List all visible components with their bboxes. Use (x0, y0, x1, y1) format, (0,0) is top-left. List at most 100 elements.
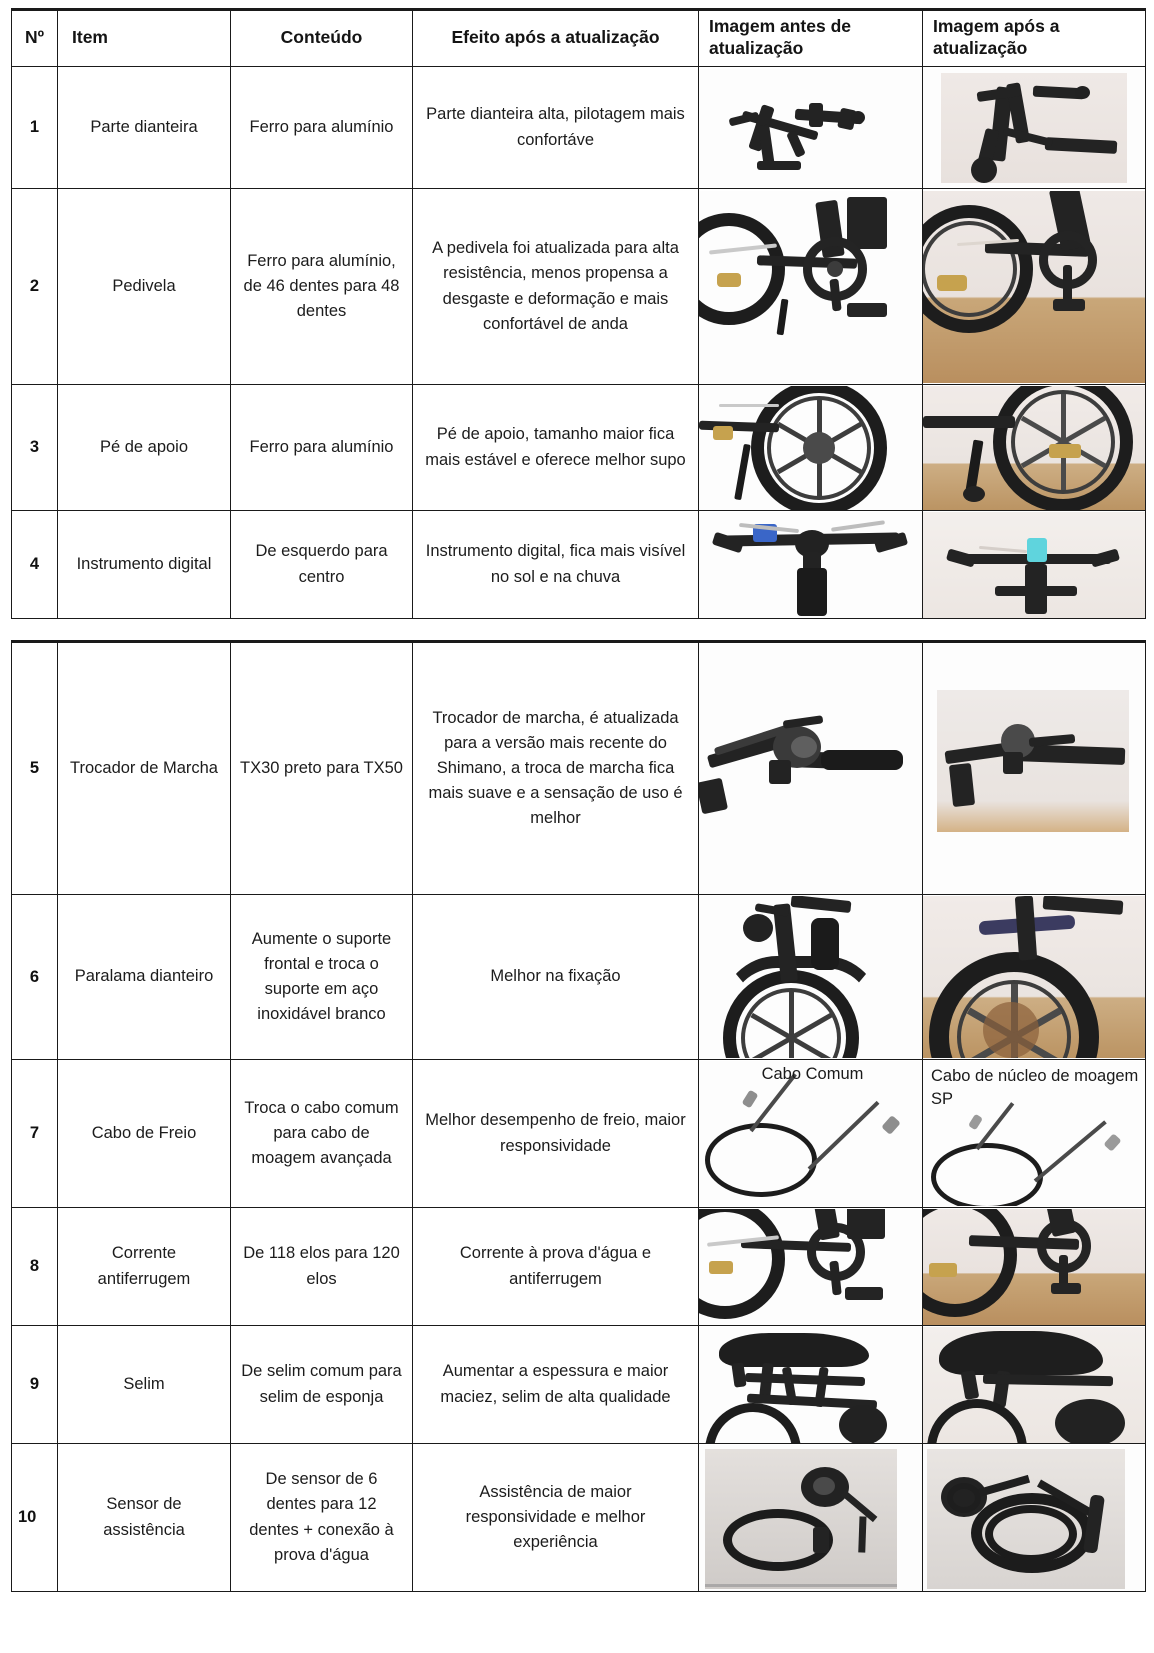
front-frame-after-photo (941, 72, 1127, 183)
header-cell-conteudo: Conteúdo (230, 9, 413, 67)
cell-conteudo: De selim comum para selim de esponja (230, 1325, 413, 1444)
front-fender-before-photo (699, 896, 922, 1058)
cell-image-apos (922, 188, 1146, 385)
display-before-photo (699, 511, 922, 618)
crankset-after-photo (923, 190, 1145, 383)
header-cell-item: Item (57, 9, 231, 67)
cell-no: 8 (11, 1207, 58, 1326)
cell-image-antes (698, 66, 923, 189)
table-row: 1 Parte dianteira Ferro para alumínio Pa… (11, 66, 1146, 189)
cell-efeito: A pedivela foi atualizada para alta resi… (412, 188, 699, 385)
cell-item: Instrumento digital (57, 510, 231, 619)
front-frame-before-photo (699, 68, 922, 187)
saddle-after-photo (923, 1326, 1145, 1443)
cell-image-apos (922, 1325, 1146, 1444)
brake-cable-common-photo (700, 1073, 922, 1205)
cell-image-apos (922, 894, 1146, 1060)
cell-image-apos (922, 1207, 1146, 1326)
cell-image-antes (698, 1207, 923, 1326)
table-row: 8 Corrente antiferrugem De 118 elos para… (11, 1207, 1146, 1326)
cell-conteudo: Aumente o suporte frontal e troca o supo… (230, 894, 413, 1060)
saddle-before-photo (699, 1326, 922, 1443)
kickstand-after-photo (923, 385, 1145, 510)
cell-efeito: Pé de apoio, tamanho maior fica mais est… (412, 384, 699, 511)
cell-item: Cabo de Freio (57, 1059, 231, 1208)
table-row: 10 Sensor de assistência De sensor de 6 … (11, 1443, 1146, 1592)
cell-image-antes (698, 1443, 923, 1592)
cell-efeito: Trocador de marcha, é atualizada para a … (412, 641, 699, 895)
upgrade-table-part-1: Nº Item Conteúdo Efeito após a atualizaç… (11, 8, 1146, 619)
cell-efeito: Corrente à prova d'água e antiferrugem (412, 1207, 699, 1326)
cell-no: 9 (11, 1325, 58, 1444)
cell-item: Pé de apoio (57, 384, 231, 511)
cell-image-apos: Cabo de núcleo de moagem SP (922, 1059, 1146, 1208)
chain-after-photo (923, 1208, 1145, 1325)
header-cell-imagem-antes: Imagem antes de atualização (698, 9, 923, 67)
cell-item: Trocador de Marcha (57, 641, 231, 895)
cell-conteudo: Troca o cabo comum para cabo de moagem a… (230, 1059, 413, 1208)
after-image-caption: Cabo de núcleo de moagem SP (931, 1067, 1139, 1109)
cell-item: Parte dianteira (57, 66, 231, 189)
upgrade-table-part-2: 5 Trocador de Marcha TX30 preto para TX5… (11, 640, 1146, 1592)
cell-no: 3 (11, 384, 58, 511)
cell-no: 10 (11, 1443, 58, 1592)
cell-image-apos (922, 384, 1146, 511)
table-header-row: Nº Item Conteúdo Efeito após a atualizaç… (11, 9, 1146, 67)
before-image-caption: Cabo Comum (761, 1065, 864, 1083)
crankset-before-photo (699, 190, 922, 383)
cell-efeito: Melhor desempenho de freio, maior respon… (412, 1059, 699, 1208)
cell-efeito: Assistência de maior responsividade e me… (412, 1443, 699, 1592)
cell-conteudo: De 118 elos para 120 elos (230, 1207, 413, 1326)
cell-conteudo: Ferro para alumínio (230, 66, 413, 189)
cell-no: 1 (11, 66, 58, 189)
front-fender-after-photo (923, 896, 1145, 1058)
cell-item: Selim (57, 1325, 231, 1444)
cell-image-apos (922, 641, 1146, 895)
pas-sensor-after-photo (927, 1448, 1125, 1589)
kickstand-before-photo (699, 385, 922, 510)
cell-no: 6 (11, 894, 58, 1060)
header-cell-imagem-apos: Imagem após a atualização (922, 9, 1146, 67)
cell-no: 7 (11, 1059, 58, 1208)
cell-efeito: Instrumento digital, fica mais visível n… (412, 510, 699, 619)
brake-cable-sp-photo (924, 1102, 1145, 1206)
cell-conteudo: De sensor de 6 dentes para 12 dentes + c… (230, 1443, 413, 1592)
cell-image-antes (698, 188, 923, 385)
cell-image-antes (698, 641, 923, 895)
header-cell-no: Nº (11, 9, 58, 67)
cell-image-antes (698, 1325, 923, 1444)
cell-item: Corrente antiferrugem (57, 1207, 231, 1326)
table-row: 5 Trocador de Marcha TX30 preto para TX5… (11, 641, 1146, 895)
cell-image-antes: Cabo Comum (698, 1059, 923, 1208)
pas-sensor-before-photo (705, 1448, 897, 1589)
header-cell-efeito: Efeito após a atualização (412, 9, 699, 67)
table-row: 4 Instrumento digital De esquerdo para c… (11, 510, 1146, 619)
chain-before-photo (699, 1208, 922, 1325)
table-row: 9 Selim De selim comum para selim de esp… (11, 1325, 1146, 1444)
cell-item: Sensor de assistência (57, 1443, 231, 1592)
cell-image-antes (698, 894, 923, 1060)
cell-item: Pedivela (57, 188, 231, 385)
cell-efeito: Melhor na fixação (412, 894, 699, 1060)
table-row: 3 Pé de apoio Ferro para alumínio Pé de … (11, 384, 1146, 511)
cell-conteudo: Ferro para alumínio, de 46 dentes para 4… (230, 188, 413, 385)
table-row: 7 Cabo de Freio Troca o cabo comum para … (11, 1059, 1146, 1208)
cell-no: 2 (11, 188, 58, 385)
cell-image-apos (922, 510, 1146, 619)
cell-image-apos (922, 66, 1146, 189)
cell-no: 4 (11, 510, 58, 619)
cell-conteudo: De esquerdo para centro (230, 510, 413, 619)
shifter-after-photo (937, 689, 1129, 832)
cell-efeito: Parte dianteira alta, pilotagem mais con… (412, 66, 699, 189)
cell-image-antes (698, 510, 923, 619)
display-after-photo (923, 511, 1145, 618)
cell-conteudo: TX30 preto para TX50 (230, 641, 413, 895)
cell-efeito: Aumentar a espessura e maior maciez, sel… (412, 1325, 699, 1444)
cell-conteudo: Ferro para alumínio (230, 384, 413, 511)
cell-no: 5 (11, 641, 58, 895)
cell-image-apos (922, 1443, 1146, 1592)
cell-item: Paralama dianteiro (57, 894, 231, 1060)
shifter-before-photo (699, 643, 922, 894)
cell-image-antes (698, 384, 923, 511)
